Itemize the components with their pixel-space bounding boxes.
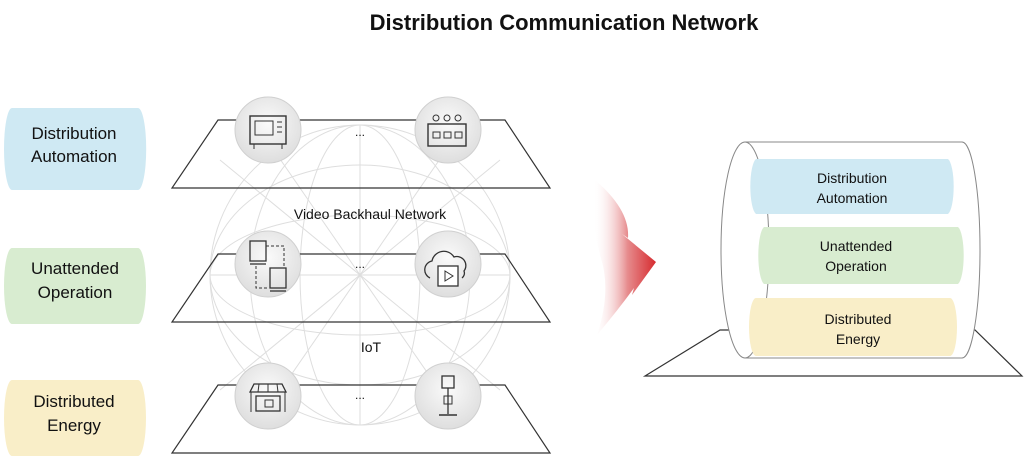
left-label-distributed-energy: Distributed Energy — [4, 380, 146, 456]
plane-unattended — [170, 253, 552, 323]
label-cylinder — [4, 380, 146, 456]
plane-distributed — [170, 384, 552, 454]
iot-label: IoT — [361, 339, 382, 355]
left-label-distribution-automation: Distribution Automation — [4, 108, 147, 190]
ellipsis-row-2: ... — [355, 257, 365, 271]
label-cylinder — [4, 248, 146, 324]
svg-text:Distributed: Distributed — [33, 392, 114, 411]
svg-text:Operation: Operation — [825, 258, 886, 274]
svg-text:Unattended: Unattended — [820, 238, 892, 254]
svg-text:Unattended: Unattended — [31, 259, 119, 278]
svg-text:Automation: Automation — [31, 147, 117, 166]
solar-station-icon — [234, 362, 302, 430]
svg-text:Energy: Energy — [47, 416, 101, 435]
svg-text:Operation: Operation — [38, 283, 113, 302]
svg-text:Distributed: Distributed — [825, 311, 892, 327]
ellipsis-row-3: ... — [355, 388, 365, 402]
video-devices-icon — [234, 230, 302, 298]
svg-text:Automation: Automation — [817, 190, 888, 206]
ftu-cabinet-icon — [234, 96, 302, 164]
cloud-folder-icon — [414, 230, 482, 298]
right-layer-distributed-energy: Distributed Energy — [749, 298, 957, 356]
video-backhaul-label: Video Backhaul Network — [294, 206, 447, 222]
plane-distribution — [170, 119, 552, 189]
right-layer-unattended-operation: Unattended Operation — [758, 227, 964, 284]
charging-pile-icon — [414, 362, 482, 430]
svg-text:Distribution: Distribution — [817, 170, 887, 186]
svg-text:Distribution: Distribution — [31, 124, 116, 143]
transition-arrow — [593, 180, 656, 335]
ellipsis-row-1: ... — [355, 125, 365, 139]
left-label-unattended-operation: Unattended Operation — [4, 248, 146, 324]
right-layer-distribution-automation: Distribution Automation — [750, 159, 954, 214]
page-title: Distribution Communication Network — [369, 10, 759, 35]
svg-text:Energy: Energy — [836, 331, 880, 347]
label-cylinder — [4, 108, 147, 190]
switchgear-icon — [414, 96, 482, 164]
right-plane — [642, 329, 1024, 377]
